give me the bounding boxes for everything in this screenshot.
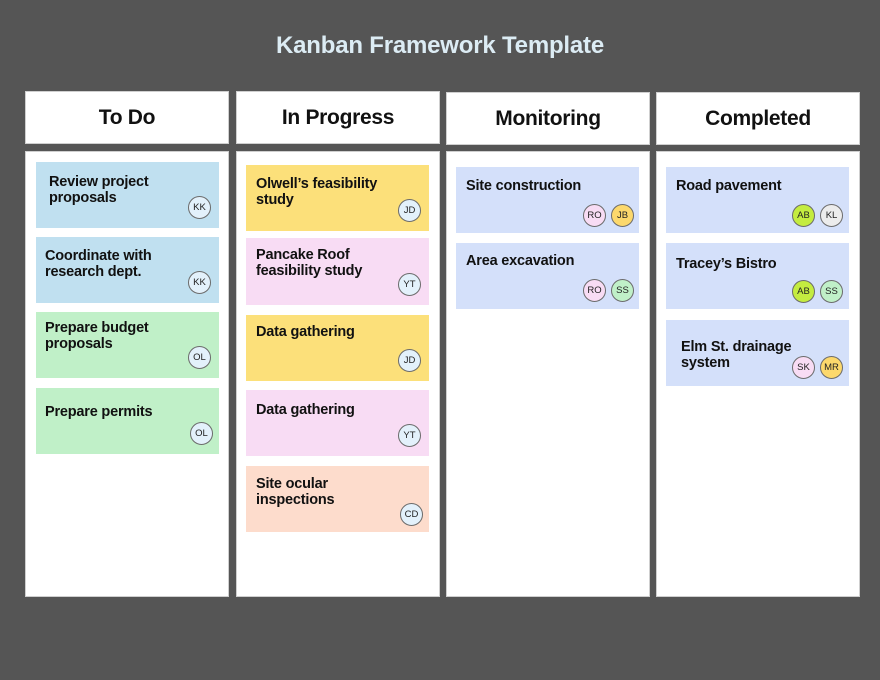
avatar: RO: [583, 279, 606, 302]
card-title: Area excavation: [466, 253, 575, 269]
avatar: OL: [190, 422, 213, 445]
avatar: AB: [792, 204, 815, 227]
avatar: SS: [611, 279, 634, 302]
avatar: AB: [792, 280, 815, 303]
card-title: Data gathering: [256, 324, 355, 340]
column-completed: Road pavement AB KL Tracey’s Bistro AB S…: [656, 151, 860, 597]
avatar: JB: [611, 204, 634, 227]
avatar: RO: [583, 204, 606, 227]
card-title: Prepare permits: [45, 404, 153, 420]
card-title: Coordinate with research dept.: [45, 248, 152, 280]
avatar: SK: [792, 356, 815, 379]
avatar: OL: [188, 346, 211, 369]
task-card[interactable]: Pancake Roof feasibility study YT: [246, 238, 429, 305]
task-card[interactable]: Coordinate with research dept. KK: [36, 237, 219, 303]
page-title: Kanban Framework Template: [276, 32, 604, 59]
avatar: CD: [400, 503, 423, 526]
avatar: YT: [398, 273, 421, 296]
card-title: Data gathering: [256, 402, 355, 418]
column-header-to-do: To Do: [25, 91, 229, 144]
avatar: MR: [820, 356, 843, 379]
card-title: Road pavement: [676, 178, 782, 194]
task-card[interactable]: Tracey’s Bistro AB SS: [666, 243, 849, 309]
column-monitoring: Site construction RO JB Area excavation …: [446, 151, 650, 597]
task-card[interactable]: Data gathering YT: [246, 390, 429, 456]
avatar: KK: [188, 196, 211, 219]
card-title: Tracey’s Bistro: [676, 256, 777, 272]
card-title: Review project proposals: [49, 174, 149, 206]
column-header-completed: Completed: [656, 92, 860, 145]
card-title: Prepare budget proposals: [45, 320, 149, 352]
task-card[interactable]: Site ocular inspections CD: [246, 466, 429, 532]
column-to-do: Review project proposals KK Coordinate w…: [25, 151, 229, 597]
task-card[interactable]: Road pavement AB KL: [666, 167, 849, 233]
task-card[interactable]: Data gathering JD: [246, 315, 429, 381]
card-title: Site construction: [466, 178, 582, 194]
column-in-progress: Olwell’s feasibility study JD Pancake Ro…: [236, 151, 440, 597]
task-card[interactable]: Prepare permits OL: [36, 388, 219, 454]
avatar: KK: [188, 271, 211, 294]
task-card[interactable]: Elm St. drainage system SK MR: [666, 320, 849, 386]
task-card[interactable]: Prepare budget proposals OL: [36, 312, 219, 378]
card-title: Olwell’s feasibility study: [256, 176, 378, 208]
task-card[interactable]: Area excavation RO SS: [456, 243, 639, 309]
card-title: Elm St. drainage system: [681, 339, 792, 371]
column-header-in-progress: In Progress: [236, 91, 440, 144]
card-title: Site ocular inspections: [256, 476, 335, 508]
column-header-monitoring: Monitoring: [446, 92, 650, 145]
card-title: Pancake Roof feasibility study: [256, 247, 363, 279]
avatar: JD: [398, 349, 421, 372]
task-card[interactable]: Olwell’s feasibility study JD: [246, 165, 429, 231]
avatar: JD: [398, 199, 421, 222]
task-card[interactable]: Review project proposals KK: [36, 162, 219, 228]
avatar: SS: [820, 280, 843, 303]
avatar: YT: [398, 424, 421, 447]
avatar: KL: [820, 204, 843, 227]
task-card[interactable]: Site construction RO JB: [456, 167, 639, 233]
